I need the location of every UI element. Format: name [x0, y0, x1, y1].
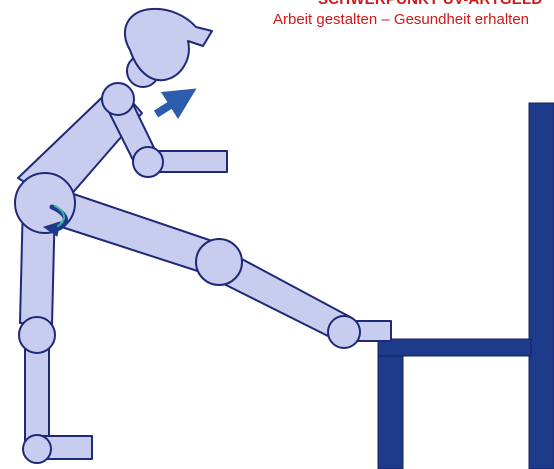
desk-back-panel — [529, 103, 554, 469]
desk-top — [378, 339, 531, 356]
arrow-up-right-icon — [156, 97, 183, 114]
back-ankle-joint — [23, 435, 51, 463]
front-knee-joint — [196, 239, 242, 285]
shoulder-joint — [102, 83, 134, 115]
front-ankle-joint — [328, 316, 360, 348]
desk — [378, 103, 554, 469]
elbow-joint — [133, 147, 163, 177]
desk-leg — [378, 356, 403, 469]
back-knee-joint — [19, 317, 55, 353]
mannequin-figure — [15, 9, 391, 463]
